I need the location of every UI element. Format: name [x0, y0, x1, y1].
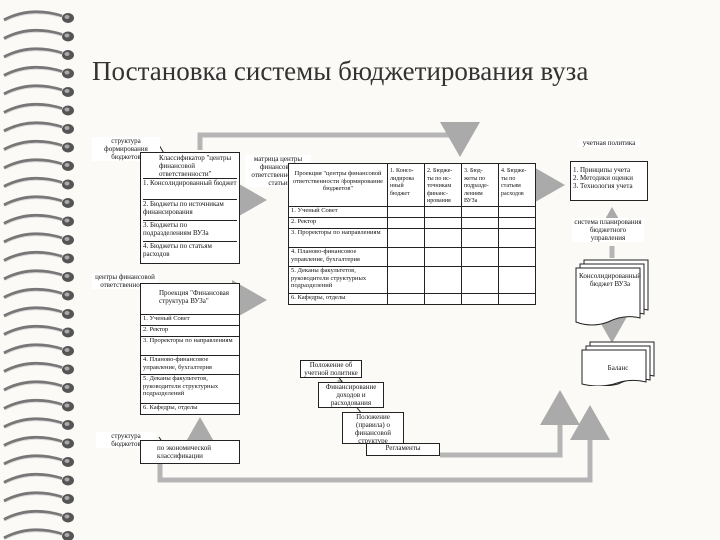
regulations-node: Регламенты [366, 443, 440, 456]
classifier-item: 4. Бюджеты по статьям расходов [143, 242, 212, 258]
cfo-item: 3. Проректоры по направлениям [140, 336, 240, 356]
matrix-cell [498, 228, 536, 248]
matrix-row-head: 5. Деканы факультетов, руководители стру… [288, 266, 388, 294]
matrix-cell [424, 247, 462, 267]
matrix-cell [387, 247, 425, 267]
matrix-cell [387, 293, 425, 305]
matrix-cell [424, 228, 462, 248]
matrix-row-head: 6. Кафедры, отделы [288, 293, 388, 305]
provision-node: Положение (правила) о финансовой структу… [342, 412, 404, 444]
matrix-cell [387, 266, 425, 294]
classifier-item: 2. Бюджеты по источникам финансирования [143, 200, 237, 221]
classifier-box: Классификатор "центры финансовой ответст… [140, 152, 240, 264]
matrix-cell [424, 266, 462, 294]
classifier-head: Классификатор "центры финансовой ответст… [143, 154, 237, 179]
spiral-binding [3, 10, 74, 540]
matrix-col-head: 2. Бюдже-ты по ис-точникам финанс-ирован… [424, 163, 462, 207]
matrix-cell [498, 293, 536, 305]
page-title: Постановка системы бюджетирования вуза [92, 56, 589, 86]
matrix-cell [498, 247, 536, 267]
documents-diagram [575, 259, 655, 386]
matrix-cell [387, 228, 425, 248]
cfo-head: Проекция "Финансовая структура ВУЗа" [159, 289, 229, 305]
classifier-item: 3. Бюджеты по подразделениям ВУЗа [143, 221, 237, 242]
matrix-cell [461, 266, 499, 294]
matrix-col-head: 4. Бюдже-ты по статьям расходов [498, 163, 536, 207]
accounting-item: 1. Принципы учета [573, 166, 631, 174]
consolidated-doc: Консолидированный бюджет ВУЗа [579, 272, 641, 288]
cfo-head-box: Проекция "Финансовая структура ВУЗа" [140, 283, 240, 315]
matrix-cell [424, 293, 462, 305]
matrix-row-head: 3. Проректоры по направлениям [288, 228, 388, 248]
matrix-cell [461, 293, 499, 305]
balance-doc: Баланс [607, 364, 629, 372]
planning-label: система планирования бюджетного управлен… [572, 218, 644, 242]
accounting-label: учетная политика [578, 139, 640, 147]
financing-node: Финансирование доходов и расходования [318, 382, 384, 408]
formation-label: структура формирования бюджетов [92, 137, 160, 161]
matrix-col-head: 1. Консо-лидирова нный бюджет [387, 163, 425, 207]
matrix-col-head: 3. Бюд-жеты по подразде-лениям ВУЗа [461, 163, 499, 207]
classifier-item: 1. Консолидированный бюджет [143, 179, 237, 200]
accounting-item: 2. Методики оценки [573, 174, 633, 182]
matrix-cell [461, 247, 499, 267]
budget-class-box: по экономической классификации [140, 440, 240, 464]
cfo-item: 5. Деканы факультетов, руководители стру… [140, 374, 240, 404]
matrix-cell [461, 228, 499, 248]
cfo-item: 4. Планово-финансовое управление, бухгал… [140, 355, 240, 375]
matrix-cell [498, 266, 536, 294]
matrix-row-head: 4. Планово-финансовое управление, бухгал… [288, 247, 388, 267]
accounting-item: 3. Технология учета [573, 182, 633, 190]
budget-class-head: по экономической классификации [157, 444, 212, 460]
policy-node: Положение об учетной политике [300, 360, 362, 378]
cfo-item: 6. Кафедры, отделы [140, 403, 240, 415]
matrix-head: Проекция "центры финансовой ответственно… [288, 163, 388, 207]
